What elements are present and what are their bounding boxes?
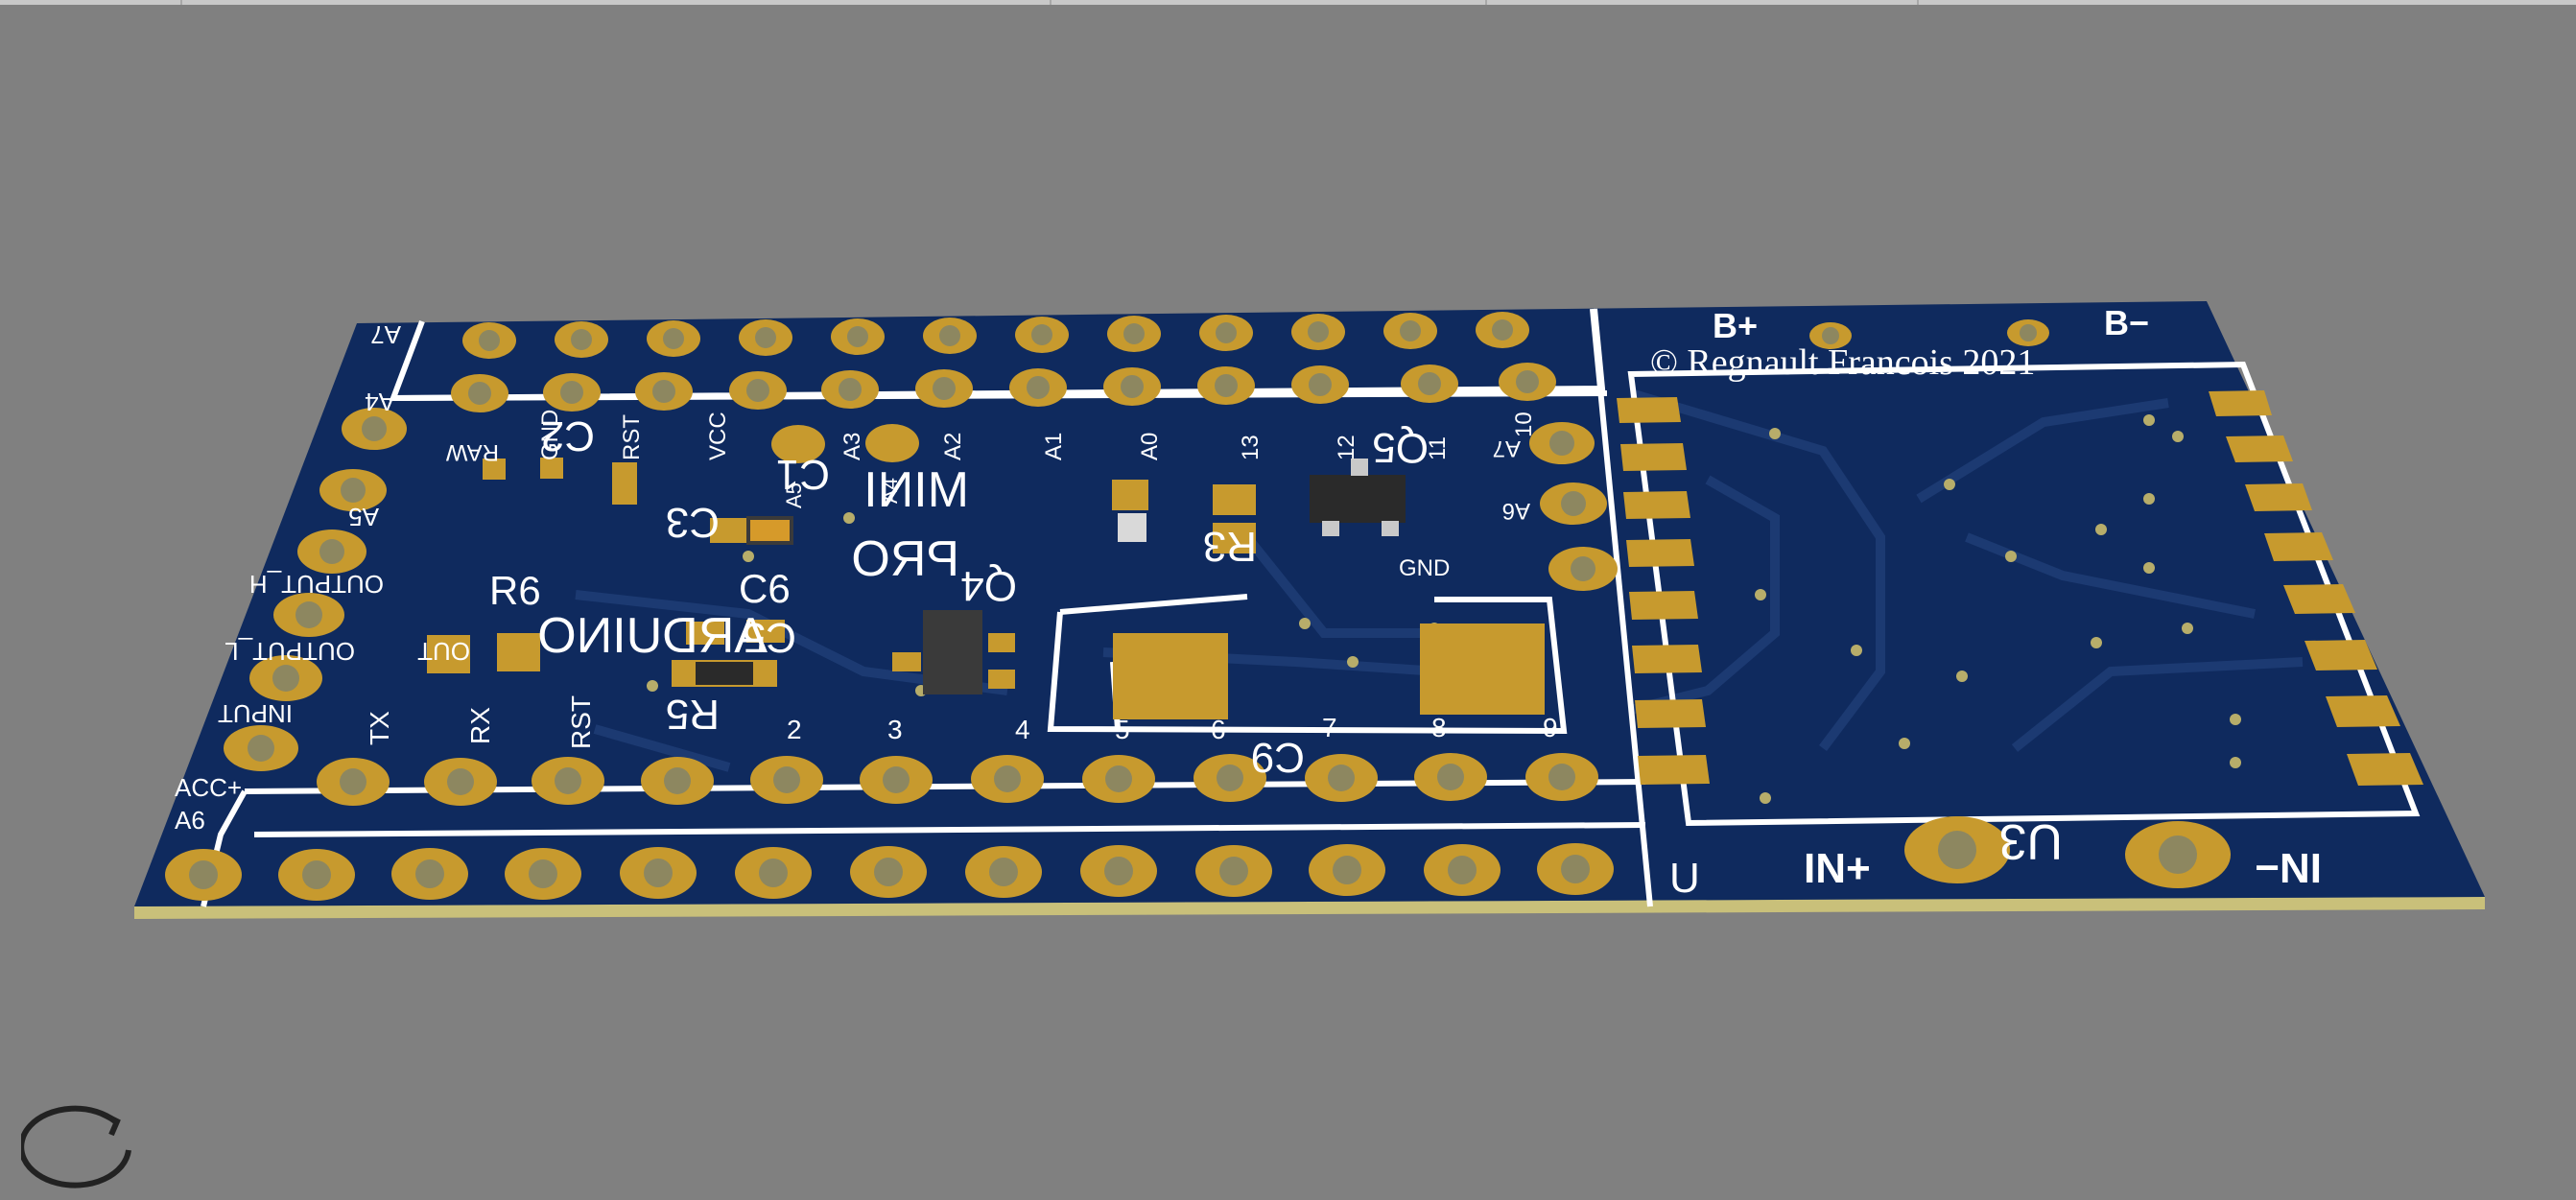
label-in-minus: IN− [2255,844,2322,891]
pin-label-3: 3 [887,715,903,744]
left-label-input: INPUT [218,699,293,728]
bottom-pin-labels: TX RX RST 2 3 4 5 6 7 8 9 [365,695,1558,749]
pin-label-6: 6 [1211,715,1226,744]
pin-label-2: 2 [787,715,802,744]
pin-label-a1: A1 [1041,433,1067,460]
left-labels: A7 A4 A5 OUTPUT_H OUTPUT_L INPUT ACC+ A6… [175,320,470,835]
label-u3: U3 [1999,813,2063,869]
label-b-plus: B+ [1713,306,1758,345]
pin-label-a4-inner: A4 [878,478,902,504]
q4-body [923,610,982,694]
label-c3: C3 [666,499,720,546]
silkscreen-text: © Regnault Francois 2021 B+ B− IN+ IN− U… [489,303,2322,902]
pin-label-10: 10 [1511,412,1537,437]
label-q4: Q4 [960,562,1017,609]
board-title-arduino: ARDUINO [537,608,768,664]
board-title-pro: PRO [851,531,959,587]
window-top-strip [0,0,2576,5]
pin-label-a2: A2 [940,433,966,460]
right-label-gnd: GND [1399,555,1450,581]
board-surface [134,301,2485,906]
pin-label-tx: TX [365,711,394,745]
label-c2: C2 [541,412,595,459]
right-label-a6: A6 [1502,498,1530,524]
pin-label-gnd: GND [537,410,563,460]
left-label-a7: A7 [370,320,401,349]
pin-label-8: 8 [1431,713,1447,742]
copper-traces [575,388,2304,772]
pin-holes-top [468,319,1539,405]
pin-label-5: 5 [1115,715,1130,744]
pin-label-a3: A3 [839,433,865,460]
tab-separator [180,0,182,5]
tab-separator [1917,0,1919,5]
board-edge [134,897,2485,919]
rotate-icon [21,1105,131,1188]
top-pin-labels: RAW GND RST VCC A3 A2 A1 A0 13 12 11 10 … [446,410,1537,508]
pin-label-rst-bottom: RST [566,695,596,749]
pin-label-rst-top: RST [619,414,645,460]
left-label-a6: A6 [175,806,205,835]
pin-holes-bottom [189,416,1595,889]
pin-label-a5-inner: A5 [782,482,806,508]
pin-label-7: 7 [1322,713,1337,742]
r6-out-text: OUT [417,637,470,666]
pin-label-rx: RX [465,707,495,744]
label-c6: C6 [739,566,791,611]
left-label-a4: A4 [365,388,395,416]
pin-label-vcc: VCC [705,412,731,460]
components [427,458,1545,719]
left-label-acc-plus: ACC+ [175,773,242,802]
pin-label-9: 9 [1543,713,1558,742]
misc-pad-holes [1822,324,2197,874]
3d-viewport[interactable]: © Regnault Francois 2021 B+ B− IN+ IN− U… [0,5,2576,1200]
label-b-minus: B− [2104,303,2149,342]
pin-label-13: 13 [1238,435,1264,460]
label-r3: R3 [1203,523,1257,570]
pin-label-raw: RAW [446,439,499,465]
label-c9: C9 [1251,734,1305,781]
label-r6: R6 [489,568,541,613]
pcb-board [134,301,2485,919]
right-label-a7: A7 [1493,435,1521,461]
rotate-view-button[interactable] [21,1100,146,1196]
left-label-output-h: OUTPUT_H [249,570,384,599]
left-label-output-l: OUTPUT_L [225,637,355,666]
pin-label-11: 11 [1425,436,1451,460]
pin-label-4: 4 [1015,715,1030,744]
q5-body [1310,475,1406,523]
label-in-plus: IN+ [1804,845,1871,892]
copyright-text: © Regnault Francois 2021 [1650,342,2035,383]
pin-label-a0: A0 [1137,433,1163,460]
right-labels: A7 A6 GND [1399,435,1530,581]
pin-label-12: 12 [1334,435,1359,460]
label-c1: C1 [776,451,830,498]
left-label-a5: A5 [348,503,379,531]
label-r5: R5 [666,691,720,738]
label-u-mark: U [1669,855,1700,902]
board-title-mini: MINI [863,462,969,518]
tab-separator [1050,0,1052,5]
module-u3-pads [1617,390,2423,786]
tab-separator [1485,0,1487,5]
label-c5: C5 [743,614,796,661]
label-q5: Q5 [1372,424,1429,471]
